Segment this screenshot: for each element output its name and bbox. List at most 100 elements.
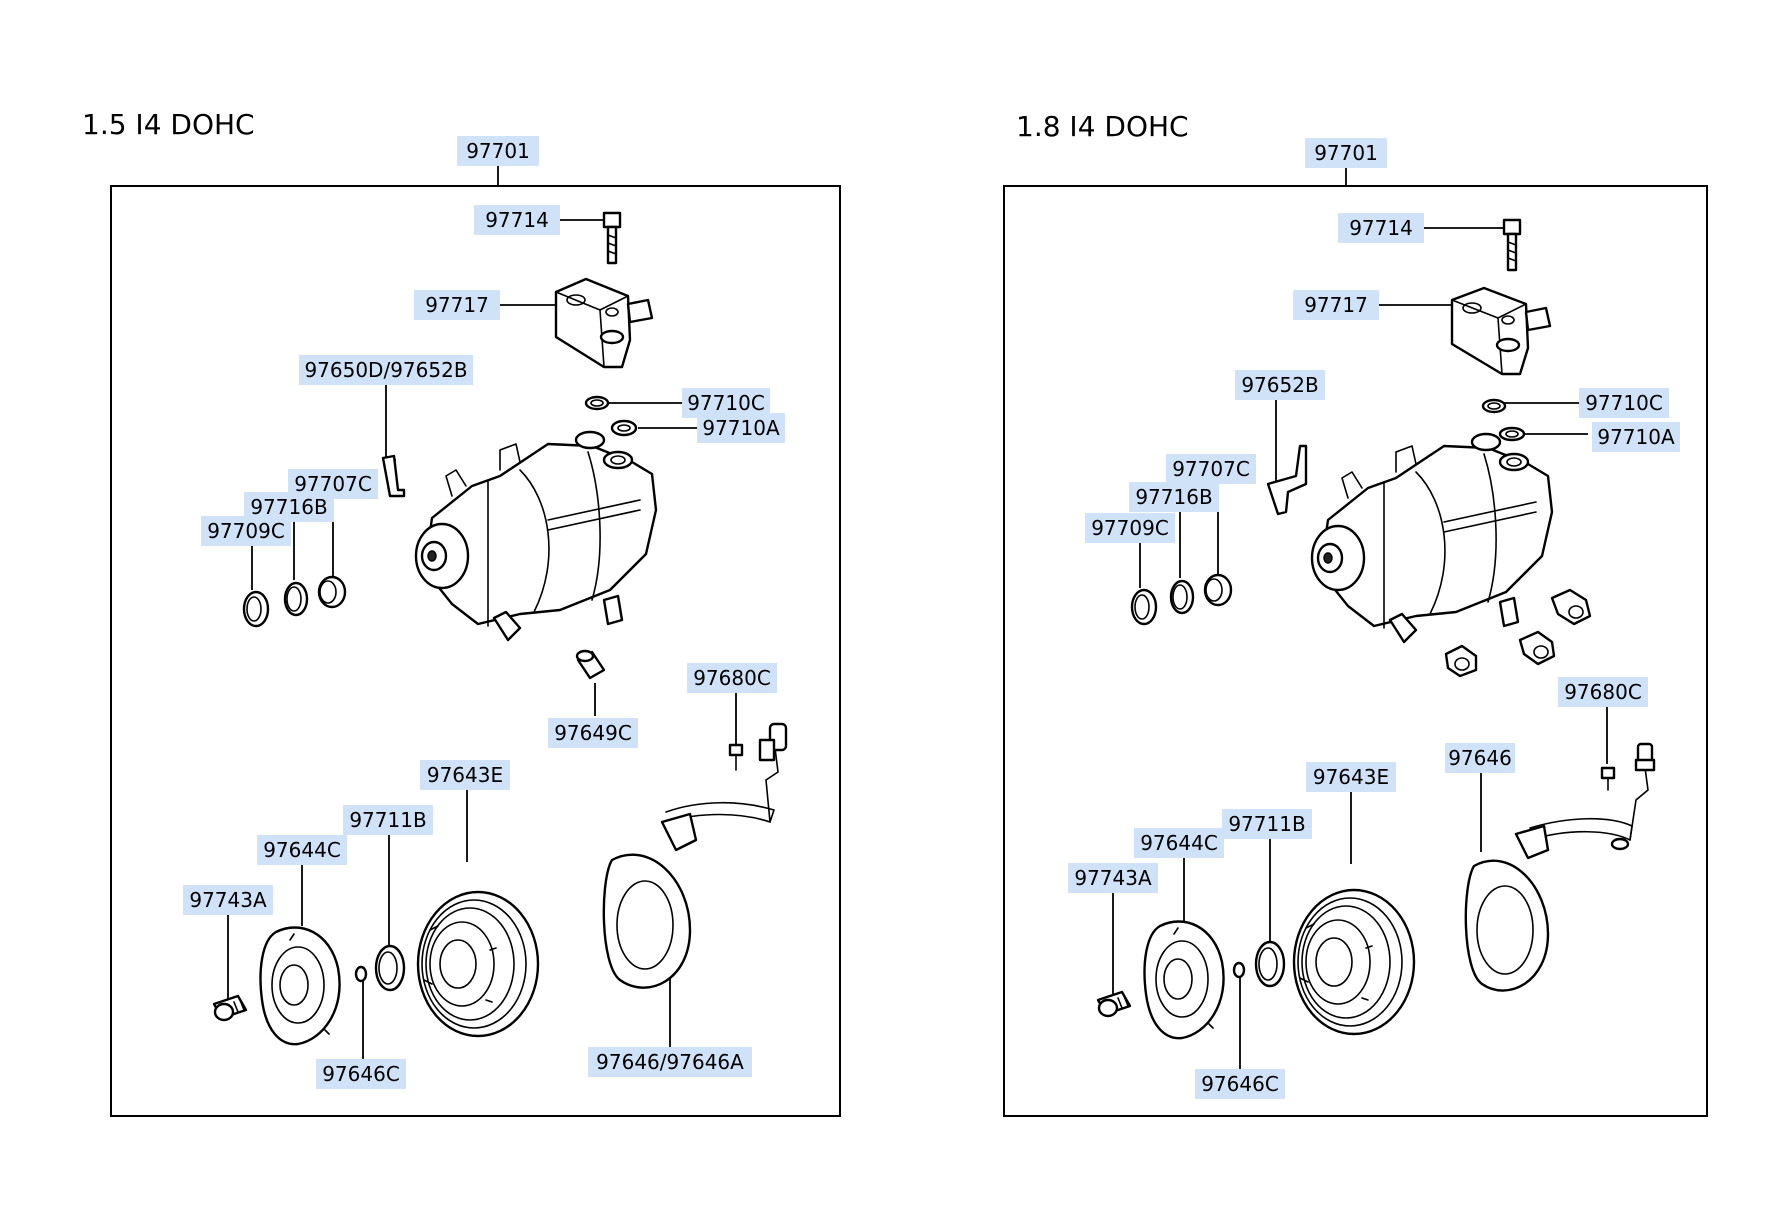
- clutch-plate-part: [259, 926, 341, 1046]
- label-highlight: [420, 760, 510, 790]
- label-highlight: [1222, 809, 1312, 839]
- center-bolt-part: [212, 994, 248, 1022]
- label-highlight: [548, 718, 638, 748]
- label-highlight: [457, 136, 539, 166]
- label-highlight: [316, 1059, 406, 1089]
- label-highlight: [1579, 388, 1669, 418]
- part-number-text: 97743A: [189, 888, 267, 912]
- part-number-label: 97714: [474, 205, 560, 235]
- part-number-text: 97743A: [1074, 866, 1152, 890]
- part-number-text: 97701: [1314, 141, 1378, 165]
- part-number-label: 97644C: [1134, 828, 1224, 858]
- compressor-body-part: [414, 430, 658, 642]
- part-number-text: 97680C: [1564, 680, 1642, 704]
- part-number-label: 97649C: [548, 718, 638, 748]
- o-ring-part: [584, 395, 610, 411]
- part-number-text: 97716B: [1135, 485, 1212, 509]
- part-labels: 97701977149771797650D/97652B97710C97710A…: [183, 136, 1680, 1099]
- diagram-frame-right: [1003, 185, 1708, 1117]
- part-number-text: 97680C: [693, 666, 771, 690]
- washer-part: [354, 965, 368, 983]
- part-number-label: 97646: [1445, 743, 1515, 773]
- part-number-label: 97710A: [697, 413, 785, 443]
- part-number-text: 97701: [466, 139, 530, 163]
- shim-part: [1254, 940, 1286, 988]
- washer-part: [1232, 961, 1246, 979]
- part-number-text: 97711B: [349, 808, 426, 832]
- label-highlight: [299, 355, 473, 385]
- part-number-label: 97644C: [257, 835, 347, 865]
- label-highlight: [1293, 290, 1379, 320]
- part-number-label: 97701: [457, 136, 539, 166]
- clutch-plate-part: [1143, 920, 1225, 1040]
- part-number-label: 97650D/97652B: [299, 355, 473, 385]
- part-number-text: 97717: [1304, 293, 1368, 317]
- label-highlight: [474, 205, 560, 235]
- label-highlight: [1306, 762, 1396, 792]
- part-number-text: 97716B: [250, 495, 327, 519]
- part-number-text: 97652B: [1241, 373, 1318, 397]
- label-highlight: [1338, 213, 1424, 243]
- part-number-text: 97646: [1448, 746, 1512, 770]
- part-number-text: 97710C: [687, 391, 765, 415]
- fitting-block-part: [1450, 286, 1552, 376]
- o-ring-part: [1481, 398, 1507, 414]
- label-highlight: [183, 885, 273, 915]
- part-number-text: 97646C: [1201, 1072, 1279, 1096]
- seal-rings-part: [1130, 573, 1233, 626]
- part-number-text: 97714: [485, 208, 549, 232]
- diagram-left: 1.5 I4 DOHC: [82, 108, 841, 1117]
- part-number-text: 97650D/97652B: [304, 358, 467, 382]
- part-number-label: 97646C: [316, 1059, 406, 1089]
- diagram-right: 1.8 I4 DOHC: [1003, 110, 1708, 1117]
- part-number-text: 97644C: [263, 838, 341, 862]
- diagram-title-left: 1.5 I4 DOHC: [82, 108, 255, 141]
- part-number-label: 97716B: [1129, 482, 1219, 512]
- part-number-text: 97644C: [1140, 831, 1218, 855]
- bolt-part: [1502, 218, 1522, 272]
- label-highlight: [1592, 422, 1680, 452]
- label-highlight: [1558, 677, 1648, 707]
- part-number-text: 97709C: [1091, 516, 1169, 540]
- label-highlight: [588, 1047, 752, 1077]
- label-highlight: [1445, 743, 1515, 773]
- part-number-label: 97743A: [1068, 863, 1158, 893]
- label-highlight: [1305, 138, 1387, 168]
- part-number-label: 97646/97646A: [588, 1047, 752, 1077]
- part-number-text: 97710C: [1585, 391, 1663, 415]
- field-coil-part: [1464, 742, 1656, 992]
- part-number-label: 97643E: [1306, 762, 1396, 792]
- part-number-label: 97711B: [343, 805, 433, 835]
- diagram-title-right: 1.8 I4 DOHC: [1016, 110, 1189, 143]
- pulley-part: [1292, 888, 1416, 1036]
- part-number-text: 97646C: [322, 1062, 400, 1086]
- part-number-text: 97643E: [427, 763, 503, 787]
- part-number-label: 97646C: [1195, 1069, 1285, 1099]
- part-number-label: 97710C: [1579, 388, 1669, 418]
- o-ring-part: [1498, 426, 1526, 442]
- label-highlight: [414, 290, 500, 320]
- part-number-label: 97717: [414, 290, 500, 320]
- label-highlight: [1235, 370, 1325, 400]
- part-number-text: 97710A: [702, 416, 780, 440]
- label-highlight: [343, 805, 433, 835]
- part-number-text: 97714: [1349, 216, 1413, 240]
- part-number-label: 97701: [1305, 138, 1387, 168]
- part-number-text: 97707C: [1172, 457, 1250, 481]
- part-number-text: 97717: [425, 293, 489, 317]
- part-number-label: 97711B: [1222, 809, 1312, 839]
- part-number-text: 97643E: [1313, 765, 1389, 789]
- label-highlight: [1195, 1069, 1285, 1099]
- part-number-text: 97709C: [207, 519, 285, 543]
- label-highlight: [201, 516, 291, 546]
- part-number-label: 97643E: [420, 760, 510, 790]
- part-number-label: 97680C: [1558, 677, 1648, 707]
- o-ring-part: [610, 419, 638, 437]
- field-coil-part: [602, 722, 788, 989]
- label-highlight: [687, 663, 777, 693]
- seal-rings-part: [242, 575, 347, 628]
- part-number-text: 97646/97646A: [596, 1050, 744, 1074]
- part-number-text: 97710A: [1597, 425, 1675, 449]
- part-number-label: 97707C: [1166, 454, 1256, 484]
